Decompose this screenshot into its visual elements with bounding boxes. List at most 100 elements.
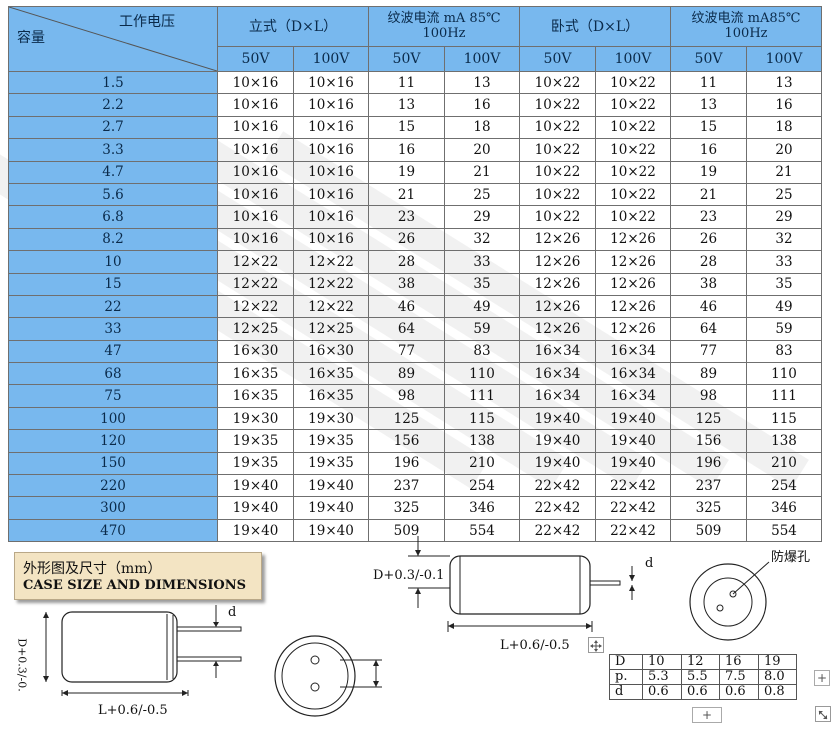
lead-table-cell: 8.0 — [758, 669, 797, 685]
lead-table-cell: 7.5 — [719, 669, 759, 685]
capacitance-cell: 220 — [8, 474, 218, 498]
table-cell: 16×35 — [293, 384, 369, 408]
table-cell: 38 — [368, 272, 445, 296]
capacitance-cell: 6.8 — [8, 205, 218, 229]
table-cell: 22×42 — [519, 518, 596, 543]
table-cell: 138 — [444, 429, 520, 453]
table-cell: 19×40 — [519, 406, 596, 431]
table-cell: 12×26 — [519, 250, 596, 274]
table-cell: 28 — [368, 250, 445, 274]
table-cell: 16×35 — [217, 384, 294, 408]
capacitance-cell: 10 — [8, 250, 218, 274]
table-cell: 46 — [670, 294, 747, 319]
vertical-size-header: 立式（D×L） — [217, 6, 369, 47]
case-size-title-panel: 外形图及尺寸（mm） CASE SIZE AND DIMENSIONS — [14, 552, 262, 600]
table-cell: 21 — [444, 160, 520, 184]
table-cell: 19×40 — [595, 451, 671, 476]
table-cell: 16×34 — [519, 384, 596, 408]
table-cell: 12×26 — [519, 272, 596, 296]
diagonal-line — [9, 7, 217, 71]
table-cell: 10×16 — [293, 138, 369, 162]
table-cell: 16×34 — [595, 384, 671, 408]
table-cell: 20 — [444, 138, 520, 162]
table-cell: 16×30 — [217, 339, 294, 364]
capacitance-cell: 120 — [8, 429, 218, 453]
capacitance-cell: 100 — [8, 406, 218, 431]
table-cell: 346 — [746, 496, 822, 520]
table-cell: 10×16 — [217, 182, 294, 207]
table-cell: 49 — [444, 294, 520, 319]
table-cell: 138 — [746, 429, 822, 453]
table-cell: 10×22 — [595, 93, 671, 117]
table-cell: 10×22 — [519, 205, 596, 229]
table-cell: 10×16 — [293, 160, 369, 184]
table-cell: 89 — [670, 362, 747, 386]
voltage-header-cell: 50V — [217, 45, 294, 73]
table-cell: 19×40 — [217, 518, 294, 543]
table-cell: 22×42 — [519, 474, 596, 498]
table-cell: 10×22 — [595, 138, 671, 162]
ripple-header-line1: 纹波电流 mA 85℃ — [387, 11, 501, 27]
lead-table-cell: 0.6 — [681, 684, 720, 700]
ripple-header-line1: 纹波电流 mA85℃ — [691, 11, 801, 27]
capacitance-cell: 75 — [8, 384, 218, 408]
table-cell: 115 — [746, 406, 822, 431]
capacitance-cell: 2.7 — [8, 115, 218, 140]
lead-table-cell: 19 — [758, 654, 797, 670]
capacitance-cell: 5.6 — [8, 182, 218, 207]
add-column-button[interactable]: + — [814, 670, 830, 686]
table-cell: 10×22 — [595, 115, 671, 140]
table-cell: 10×16 — [217, 205, 294, 229]
explosion-vent-label: 防爆孔 — [771, 550, 811, 565]
table-cell: 10×16 — [293, 70, 369, 95]
table-cell: 98 — [670, 384, 747, 408]
lead-diameter-label-axial: d — [645, 556, 654, 571]
table-cell: 16 — [444, 93, 520, 117]
table-cell: 10×16 — [217, 115, 294, 140]
resize-handle-icon[interactable] — [815, 706, 831, 722]
capacitance-cell: 150 — [8, 451, 218, 476]
case-size-title-en: CASE SIZE AND DIMENSIONS — [23, 578, 247, 593]
table-cell: 21 — [746, 160, 822, 184]
lead-table-cell: d — [609, 684, 643, 700]
table-cell: 29 — [746, 205, 822, 229]
table-cell: 110 — [444, 362, 520, 386]
radial-capacitor-drawing — [43, 605, 242, 696]
move-handle-icon[interactable] — [588, 637, 604, 653]
table-cell: 64 — [670, 317, 747, 341]
voltage-header-cell: 50V — [519, 45, 596, 73]
vent-end-view-drawing — [689, 561, 770, 641]
table-cell: 12×26 — [595, 250, 671, 274]
table-cell: 10×22 — [519, 70, 596, 95]
table-cell: 12×22 — [293, 272, 369, 296]
add-row-button[interactable]: + — [692, 707, 722, 723]
table-cell: 21 — [368, 182, 445, 207]
table-cell: 10×16 — [293, 182, 369, 207]
table-cell: 19 — [670, 160, 747, 184]
table-cell: 10×22 — [595, 182, 671, 207]
table-cell: 16×34 — [595, 362, 671, 386]
table-cell: 89 — [368, 362, 445, 386]
length-tolerance-label-axial: L+0.6/-0.5 — [500, 638, 570, 653]
table-cell: 13 — [444, 70, 520, 95]
table-cell: 12×25 — [217, 317, 294, 341]
table-cell: 23 — [670, 205, 747, 229]
table-cell: 254 — [746, 474, 822, 498]
table-cell: 28 — [670, 250, 747, 274]
table-cell: 111 — [444, 384, 520, 408]
table-cell: 12×26 — [595, 317, 671, 341]
table-cell: 10×22 — [595, 70, 671, 95]
lead-table-cell: 16 — [719, 654, 759, 670]
table-cell: 12×26 — [595, 294, 671, 319]
header-corner-cell: 工作电压 容量 — [8, 6, 218, 72]
table-cell: 23 — [368, 205, 445, 229]
